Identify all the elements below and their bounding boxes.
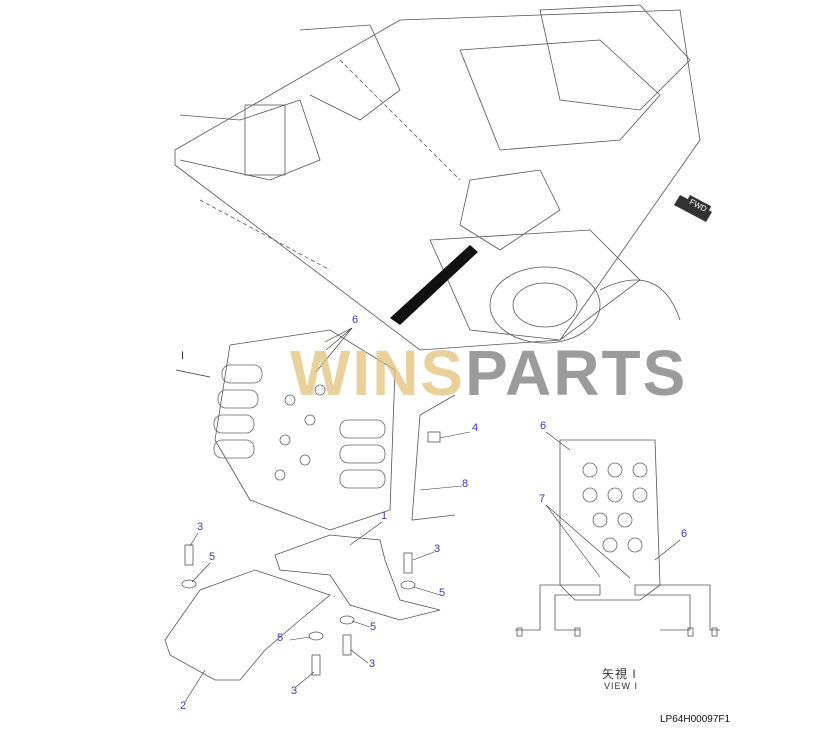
- machine-frame: [174, 4, 701, 351]
- callout-3: 3: [197, 521, 204, 533]
- callout-7: 7: [539, 493, 546, 505]
- view-marker: I: [181, 350, 186, 362]
- bracket-2: [164, 569, 331, 681]
- view-label-jp: 矢視 I: [602, 667, 637, 681]
- watermark-part2: PARTS: [465, 337, 688, 409]
- callout-3: 3: [291, 685, 298, 697]
- callout-6: 6: [352, 314, 359, 326]
- view-arrow: [175, 369, 211, 378]
- callout-2: 2: [180, 700, 187, 712]
- callout-6: 6: [540, 420, 547, 432]
- pointer-arrow: [390, 245, 478, 325]
- view-label-en: VIEW I: [604, 681, 639, 691]
- pipe-8: [411, 394, 456, 521]
- callout-1: 1: [381, 510, 388, 522]
- control-valve: [213, 329, 396, 531]
- clamp-4: [427, 431, 441, 443]
- callout-5: 5: [209, 551, 216, 563]
- callout-5: 5: [277, 632, 284, 644]
- bolts-washers: [181, 544, 416, 676]
- callout-3: 3: [434, 543, 441, 555]
- callout-5: 5: [439, 587, 446, 599]
- view-i-drawing: [515, 439, 720, 637]
- watermark-logo: WINSPARTS: [290, 336, 687, 410]
- callout-6: 6: [681, 528, 688, 540]
- watermark-part1: WINS: [290, 337, 466, 409]
- callout-5: 5: [370, 621, 377, 633]
- bracket-1: [274, 534, 441, 621]
- callout-4: 4: [472, 422, 479, 434]
- drawing-code: LP64H00097F1: [660, 714, 731, 725]
- callout-8: 8: [462, 478, 469, 490]
- callout-3: 3: [369, 658, 376, 670]
